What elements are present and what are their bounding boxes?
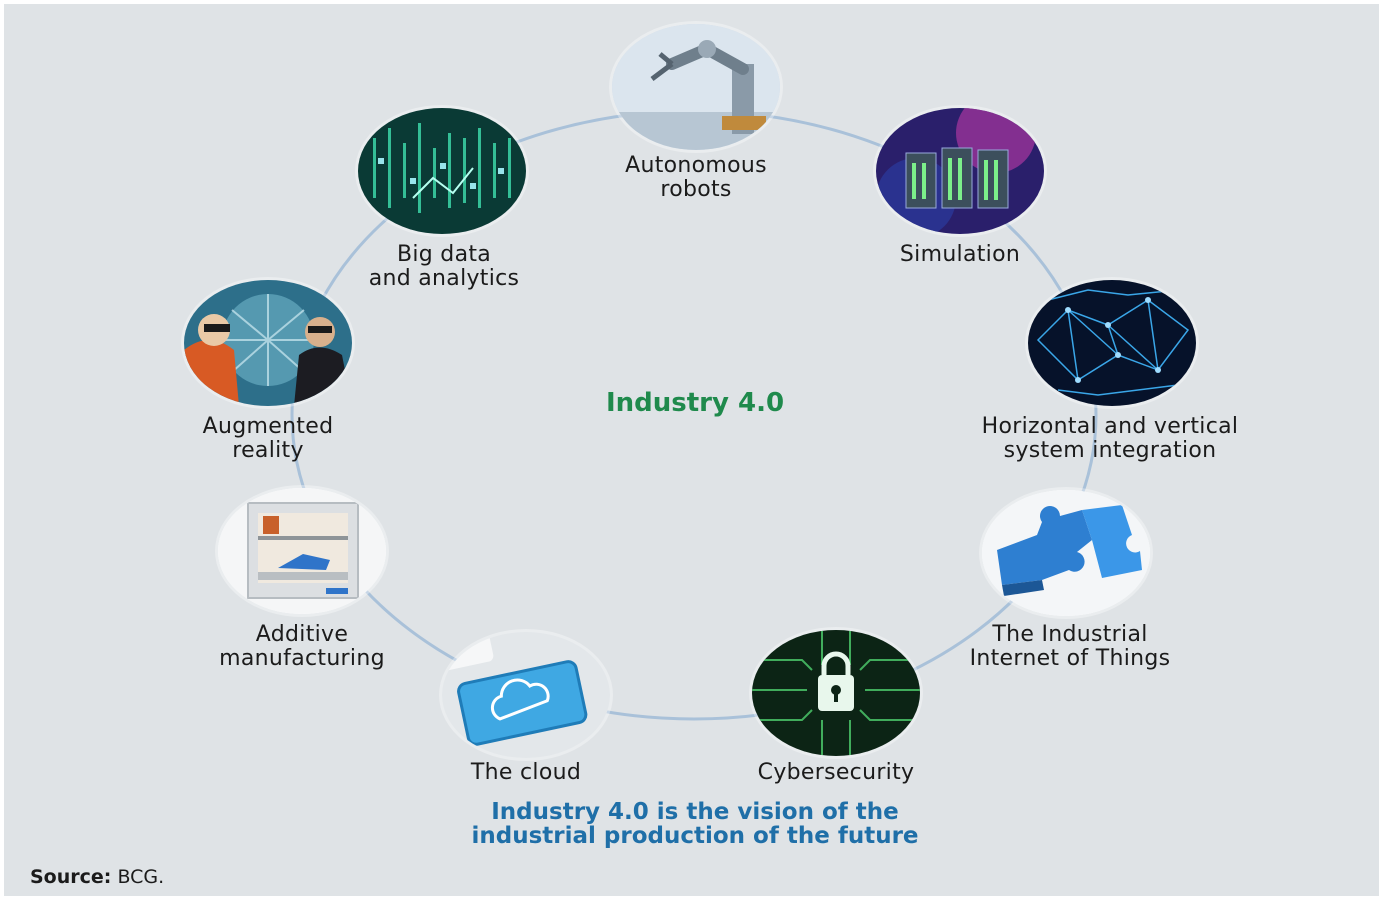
puzzle-piece-icon — [982, 490, 1150, 616]
label-cybersecurity: Cybersecurity — [757, 760, 915, 785]
padlock-circuit-icon — [752, 630, 920, 756]
robot-arm-icon — [612, 24, 780, 150]
label-simulation: Simulation — [899, 242, 1021, 267]
label-cloud: The cloud — [470, 760, 582, 785]
ar-headset-icon — [184, 280, 352, 406]
diagram-panel — [4, 4, 1379, 896]
source-label: Source: — [30, 866, 112, 888]
3d-printer-icon — [218, 488, 386, 614]
source-value: BCG. — [117, 866, 165, 888]
tagline: Industry 4.0 is the vision of the indust… — [471, 799, 919, 849]
cloud-key-icon — [442, 632, 610, 758]
server-rack-icon — [876, 108, 1044, 234]
center-title: Industry 4.0 — [605, 388, 785, 418]
source-note: Source: BCG. — [30, 866, 164, 888]
data-matrix-icon — [358, 108, 526, 234]
network-mesh-icon — [1028, 280, 1196, 406]
